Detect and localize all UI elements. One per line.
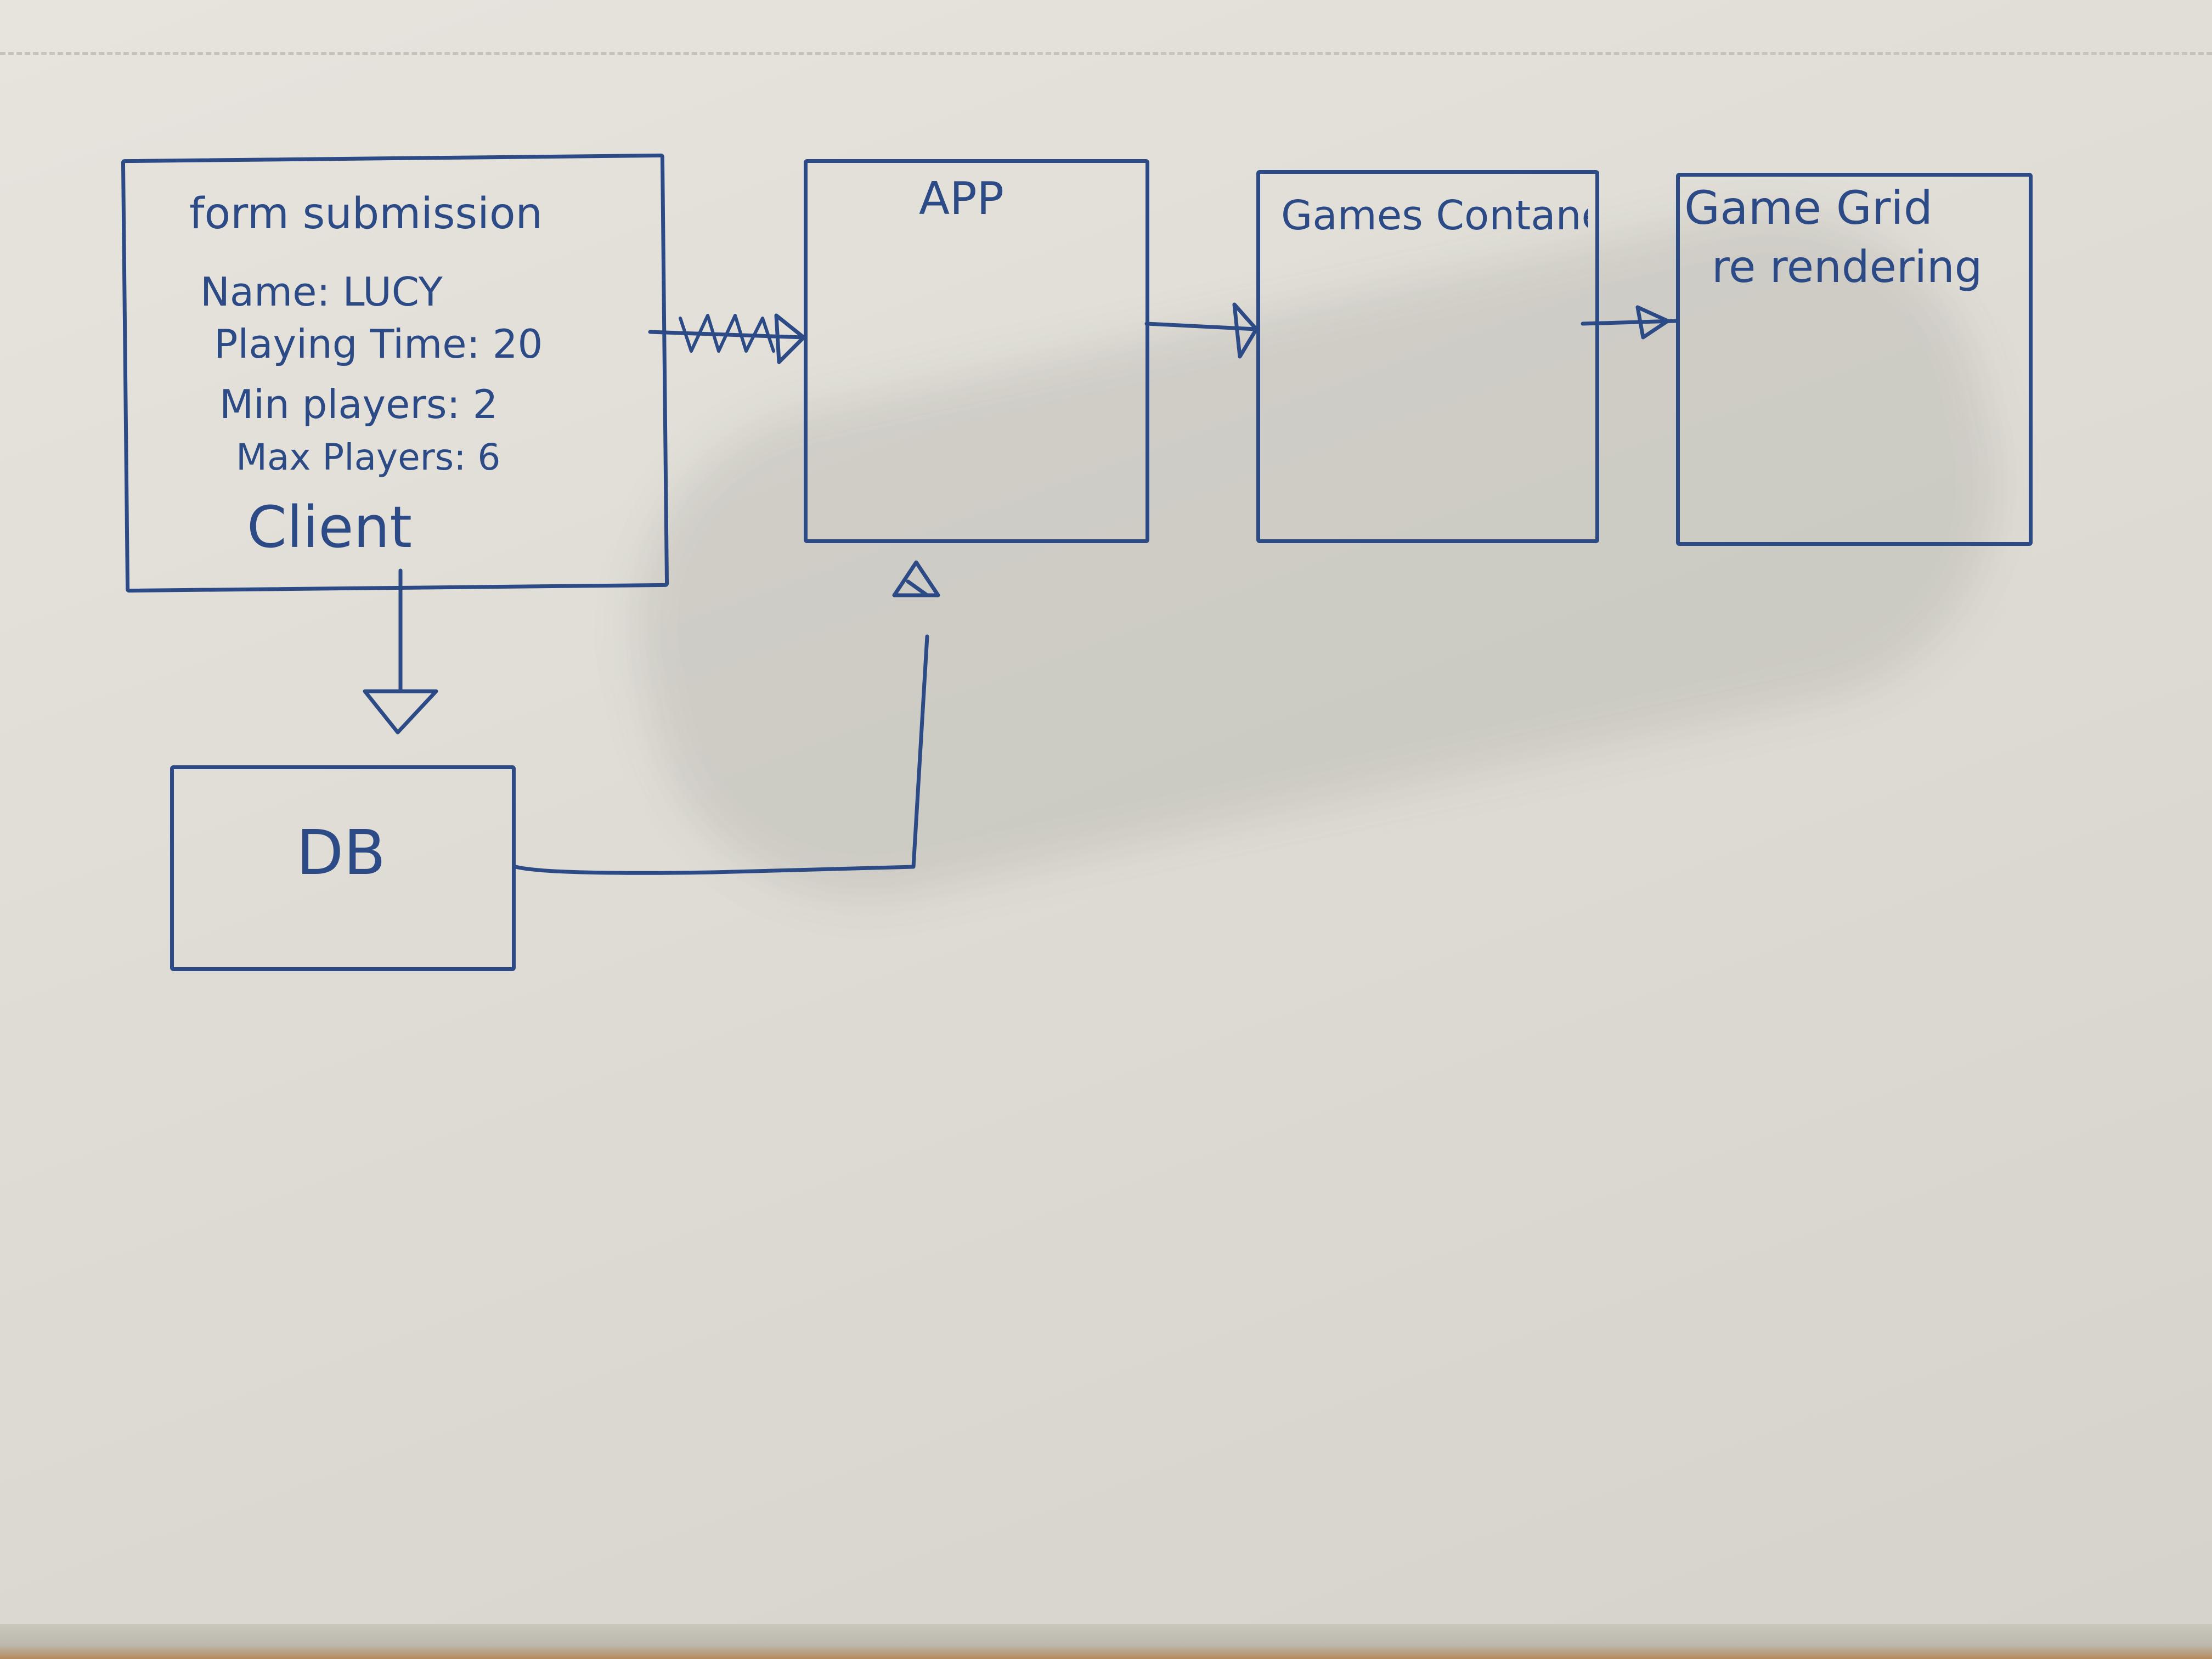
- arrowhead-client-app: [774, 313, 806, 364]
- arrow-games-container-to-game-grid: [1581, 305, 1678, 340]
- client-caption: Client: [247, 494, 413, 561]
- connector-db-app-line: [514, 634, 929, 875]
- client-field-max-players: Max Players: 6: [236, 436, 501, 478]
- arrow-db-to-app: [514, 560, 940, 875]
- arrowhead-db-app: [892, 560, 940, 597]
- perforation-line: [0, 52, 2212, 55]
- client-field-min-players: Min players: 2: [219, 381, 498, 427]
- arrow-client-to-db: [363, 568, 438, 735]
- app-title: APP: [919, 173, 1004, 225]
- connector-app-games-line: [1144, 321, 1259, 331]
- arrowhead-app-games: [1232, 302, 1259, 359]
- game-grid-box: [1676, 173, 2033, 546]
- client-field-name: Name: LUCY: [200, 269, 443, 315]
- games-container-box: [1256, 170, 1599, 543]
- arrow-app-to-games-container: [1144, 302, 1259, 359]
- game-grid-line2: re rendering: [1712, 241, 1983, 292]
- arrowhead-games-grid: [1635, 305, 1670, 340]
- db-box: [170, 765, 516, 971]
- arrow-client-to-app: [648, 313, 806, 364]
- connector-games-grid-line: [1581, 319, 1678, 326]
- game-grid-line1: Game Grid: [1684, 181, 1933, 235]
- paper-background: [0, 0, 2212, 1624]
- page-edge: [0, 1624, 2212, 1659]
- arrowhead-client-db: [363, 689, 438, 735]
- app-box: [804, 159, 1149, 543]
- db-title: DB: [296, 817, 386, 889]
- client-field-playing-time: Playing Time: 20: [214, 321, 543, 367]
- arrowhead-db-app-mark: [906, 579, 929, 597]
- client-title: form submission: [189, 189, 543, 239]
- connector-client-app-scribble: [679, 314, 775, 353]
- games-container-title: Games Contaner: [1281, 192, 1588, 239]
